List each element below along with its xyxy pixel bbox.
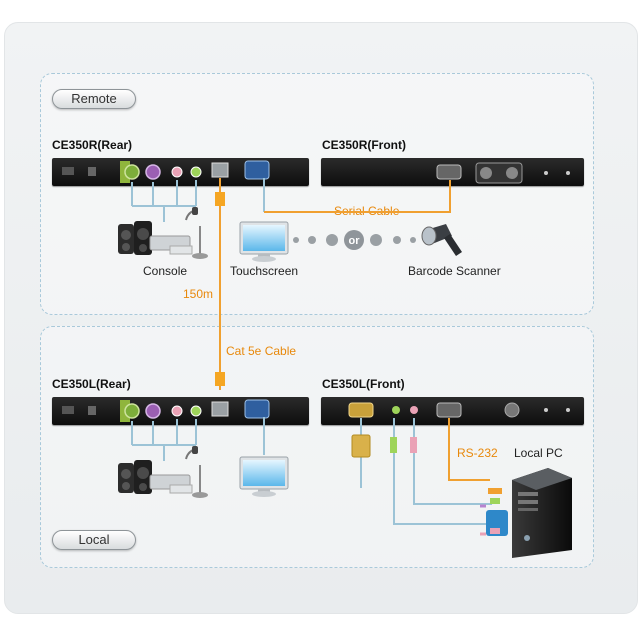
local-console-cables bbox=[131, 417, 265, 461]
ce350l-rear-ports bbox=[62, 399, 270, 422]
local-section-label: Local bbox=[52, 530, 136, 550]
local-cable-connectors bbox=[351, 434, 417, 458]
pc-rear-connectors bbox=[480, 488, 508, 536]
cat5e-connector-top bbox=[215, 192, 225, 206]
remote-console-icon bbox=[118, 207, 208, 259]
local-monitor-icon bbox=[239, 456, 289, 497]
remote-front-title: CE350R(Front) bbox=[322, 138, 407, 152]
barcode-scanner-icon bbox=[421, 224, 462, 256]
local-rear-title: CE350L(Rear) bbox=[52, 377, 131, 391]
ce350r-front-ports bbox=[436, 162, 570, 184]
orange-cables bbox=[219, 178, 490, 481]
barcode-scanner-label: Barcode Scanner bbox=[408, 264, 501, 278]
local-pc-cables bbox=[360, 418, 492, 525]
or-connector-dots bbox=[293, 234, 416, 246]
ce350r-rear-ports bbox=[62, 160, 270, 183]
remote-section-label: Remote bbox=[52, 89, 136, 109]
touchscreen-monitor-icon bbox=[239, 221, 289, 262]
distance-label: 150m bbox=[183, 287, 214, 301]
cat5e-connector-bottom bbox=[215, 372, 225, 386]
remote-console-cables bbox=[131, 178, 265, 222]
or-badge bbox=[344, 230, 364, 250]
remote-rear-title: CE350R(Rear) bbox=[52, 138, 133, 152]
local-pc-label: Local PC bbox=[514, 446, 563, 460]
ce350l-front-ports bbox=[348, 402, 570, 418]
touchscreen-label: Touchscreen bbox=[230, 264, 299, 278]
cat5e-cable-label: Cat 5e Cable bbox=[226, 344, 297, 358]
or-text: or bbox=[349, 235, 361, 247]
local-pc-tower-icon bbox=[512, 468, 572, 558]
console-label: Console bbox=[143, 264, 188, 278]
rs232-label: RS-232 bbox=[457, 446, 498, 460]
local-front-title: CE350L(Front) bbox=[322, 377, 405, 391]
local-console-icon bbox=[118, 446, 208, 498]
